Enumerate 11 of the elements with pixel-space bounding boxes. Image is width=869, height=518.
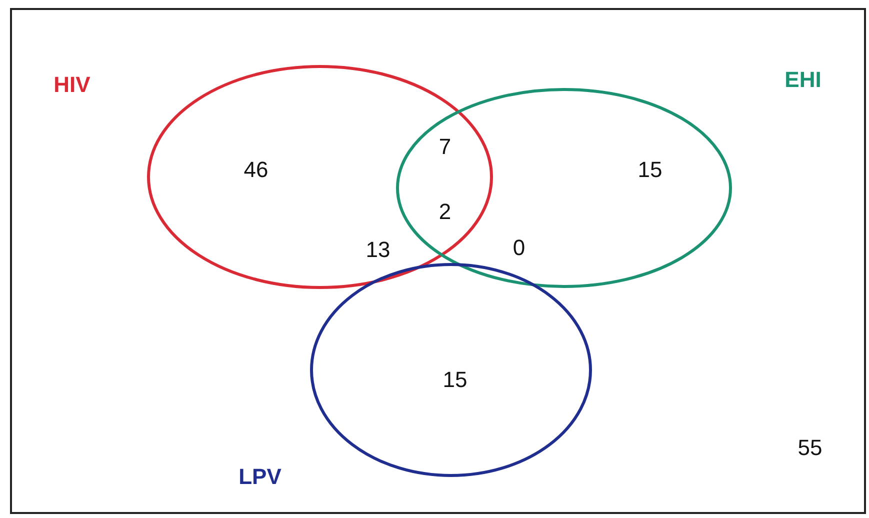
count-label: 15 [442,367,468,393]
count-label: 0 [512,235,526,261]
count-label: 2 [438,199,452,225]
count-label: 15 [638,157,662,183]
set-label: EHI [784,67,822,93]
set-label: LPV [238,464,282,490]
set-label: HIV [54,72,90,98]
count-label: 55 [798,435,822,461]
count-label: 7 [438,134,452,160]
count-label: 46 [244,157,268,183]
count-label: 13 [366,237,390,263]
